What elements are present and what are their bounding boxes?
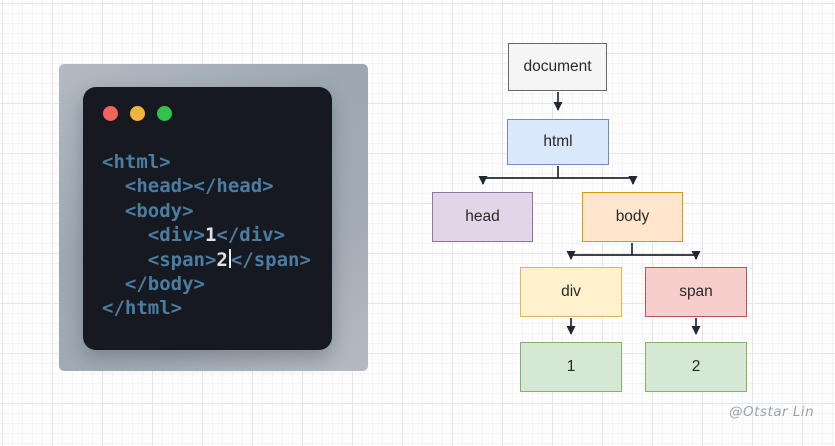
code-tag-text: </body> (102, 273, 205, 296)
code-tag-text: <body> (102, 199, 194, 222)
tree-node-label: html (543, 133, 573, 150)
tree-node-head: head (432, 192, 533, 242)
tree-node-span: span (645, 267, 747, 317)
watermark-credit: @Otstar Lin (729, 404, 815, 420)
tree-node-label: div (561, 283, 581, 300)
tree-node-label: head (465, 208, 500, 225)
code-line: <head></head> (102, 174, 311, 198)
code-line: <html> (102, 150, 311, 174)
code-line: <body> (102, 199, 311, 223)
code-line: <span>2</span> (102, 248, 311, 272)
code-tag-text: <head></head> (102, 175, 274, 198)
code-line: <div>1</div> (102, 223, 311, 247)
tree-node-label: span (679, 283, 713, 300)
traffic-light-close-icon (103, 106, 118, 121)
traffic-light-zoom-icon (157, 106, 172, 121)
tree-node-div: div (520, 267, 622, 317)
traffic-light-minimize-icon (130, 106, 145, 121)
tree-node-text-1: 1 (520, 342, 622, 392)
code-tag-text: </div> (216, 224, 286, 247)
code-tag-text: <html> (102, 151, 171, 173)
tree-node-body: body (582, 192, 683, 242)
code-line: </body> (102, 272, 311, 296)
tree-node-label: 1 (566, 358, 576, 375)
code-tag-text: <span> (102, 248, 217, 271)
code-block: <html> <head></head> <body> <div>1</div>… (102, 150, 311, 321)
editor-card: <html> <head></head> <body> <div>1</div>… (59, 64, 368, 371)
tree-node-label: 2 (691, 358, 701, 375)
tree-node-label: document (523, 58, 592, 75)
text-cursor (228, 249, 231, 269)
code-value-text: 1 (204, 224, 217, 247)
editor-window: <html> <head></head> <body> <div>1</div>… (83, 87, 332, 350)
tree-node-text-2: 2 (645, 342, 747, 392)
code-line: </html> (102, 296, 311, 320)
code-tag-text: </span> (230, 248, 311, 271)
code-tag-text: </html> (102, 297, 183, 320)
tree-node-document: document (508, 43, 607, 91)
tree-node-label: body (615, 208, 650, 225)
code-value-text: 2 (216, 248, 228, 271)
code-tag-text: <div> (102, 224, 205, 247)
tree-node-html: html (507, 119, 609, 165)
traffic-lights (103, 106, 172, 121)
